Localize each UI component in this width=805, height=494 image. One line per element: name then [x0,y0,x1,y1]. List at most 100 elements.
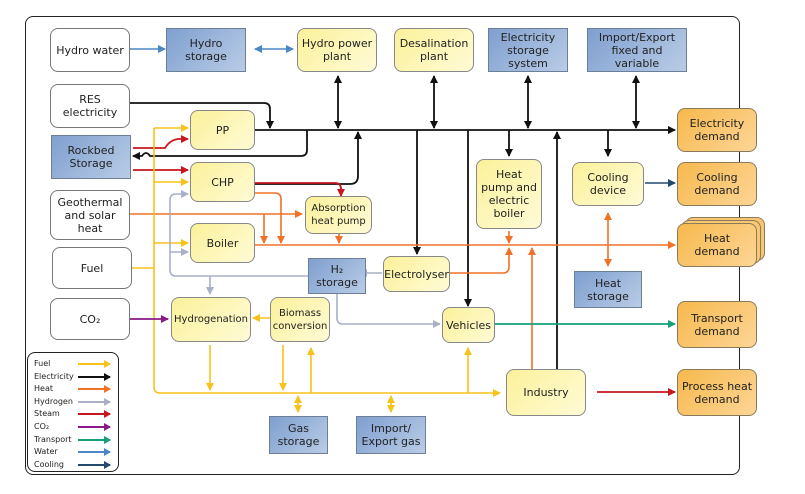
hydro-power-plant-label: Hydro power plant [301,37,373,63]
arrowhead-icon [104,448,111,457]
arrowhead-icon [104,460,111,469]
rockbed-storage-label: Rockbed Storage [67,144,115,170]
boiler-label: Boiler [206,236,239,250]
legend-label: CO₂ [34,422,50,431]
cooling-device-label: Cooling device [587,171,629,197]
fuel-box[interactable]: Fuel [52,247,132,289]
arrowhead-icon [104,410,111,419]
legend-arrow-icon [78,423,111,431]
cooling-demand-box[interactable]: Cooling demand [677,162,757,206]
chp-to-absorption [255,182,345,197]
gas-storage-box[interactable]: Gas storage [269,416,328,454]
legend-label: Cooling [34,459,64,469]
electrolyser-box[interactable]: Electrolyser [383,256,450,292]
heat-storage-box[interactable]: Heat storage [574,271,642,308]
arrowhead-icon [104,360,111,368]
boiler-box[interactable]: Boiler [190,223,255,263]
arrowhead-icon [104,385,111,394]
geothermal-solar-box[interactable]: Geothermal and solar heat [50,190,130,240]
legend-arrow-icon [78,460,111,469]
hydro-power-plant-box[interactable]: Hydro power plant [297,28,377,72]
h2-to-vehicles [336,291,441,328]
heat-flows [130,192,676,369]
co2-box[interactable]: CO₂ [50,298,130,340]
steam-flows [133,135,676,396]
electricity-demand-box[interactable]: Electricity demand [677,108,757,152]
desalination-plant-label: Desalination plant [399,37,469,63]
fuel-label: Fuel [80,261,104,275]
transport-demand-label: Transport demand [691,311,743,338]
cooling-device-box[interactable]: Cooling device [572,162,644,206]
rockbed-to-pp [133,135,189,149]
hydrogen-flows [169,190,441,328]
chp-box[interactable]: CHP [190,162,255,202]
chp-heat [255,192,285,244]
fuel-flows [132,124,501,413]
import-export-gas-box[interactable]: Import/ Export gas [356,416,426,454]
res-electricity-label: RES electricity [62,93,118,119]
h2-storage-box[interactable]: H₂ storage [308,258,366,294]
hydro-storage-box[interactable]: Hydro storage [166,28,246,72]
heat-pump-electric-boiler-box[interactable]: Heat pump and electric boiler [476,159,542,229]
legend-label: Fuel [34,359,51,368]
vehicles-box[interactable]: Vehicles [442,307,495,343]
legend-label: Heat [34,384,53,394]
arrowhead-icon [104,372,111,381]
arrowhead-icon [104,397,111,406]
hydro-water-label: Hydro water [56,43,124,57]
import-export-gas-label: Import/ Export gas [361,422,421,448]
legend-arrow-icon [78,397,111,406]
gas-storage-label: Gas storage [277,422,320,448]
h2-loop [169,190,308,277]
bus-to-rockbed [132,130,308,160]
pp-label: PP [215,123,230,137]
legend-arrow-icon [78,448,111,457]
legend-arrow-icon [78,435,111,444]
industry-box[interactable]: Industry [506,369,586,416]
biomass-conversion-label: Biomass conversion [272,307,328,332]
process-heat-demand-box[interactable]: Process heat demand [677,369,757,416]
arrowhead-icon [104,423,111,431]
electrolyser-label: Electrolyser [384,267,449,281]
co2-label: CO₂ [79,312,101,326]
process-heat-demand-label: Process heat demand [681,379,753,406]
chp-to-bus [255,131,362,185]
legend-arrow-icon [78,410,111,419]
hydrogenation-box[interactable]: Hydrogenation [171,297,251,342]
heat-demand-box[interactable]: Heat demand [677,223,757,267]
hydrogenation-label: Hydrogenation [174,314,248,325]
legend-label: Transport [34,434,72,444]
geothermal-solar-label: Geothermal and solar heat [57,195,123,235]
res-to-bus [130,102,274,129]
pp-box[interactable]: PP [190,110,255,150]
electricity-demand-label: Electricity demand [689,117,745,143]
desalination-plant-box[interactable]: Desalination plant [394,28,474,72]
import-export-box[interactable]: Import/Export fixed and variable [587,28,687,72]
electricity-storage-label: Electricity storage system [500,30,556,70]
heat-pump-electric-boiler-label: Heat pump and electric boiler [481,168,537,220]
import-export-label: Import/Export fixed and variable [598,30,676,70]
absorption-heat-pump-label: Absorption heat pump [311,203,366,227]
biomass-conversion-box[interactable]: Biomass conversion [270,297,330,342]
electricity-flows [130,75,676,369]
cooling-demand-label: Cooling demand [694,171,740,197]
arrowhead-icon [104,435,111,444]
heat-demand-label: Heat demand [694,232,740,258]
res-electricity-box[interactable]: RES electricity [50,84,130,128]
electricity-storage-box[interactable]: Electricity storage system [488,28,568,72]
transport-demand-box[interactable]: Transport demand [677,301,757,348]
chp-label: CHP [211,175,234,189]
heat-storage-label: Heat storage [587,276,629,303]
hydro-storage-label: Hydro storage [185,37,227,63]
vehicles-label: Vehicles [445,318,492,332]
rockbed-storage-box[interactable]: Rockbed Storage [51,135,131,179]
hydro-water-box[interactable]: Hydro water [50,28,130,72]
legend-label: Water [34,447,58,457]
h2-storage-label: H₂ storage [316,263,358,289]
legend-arrow-icon [78,360,111,368]
industry-label: Industry [523,386,569,399]
legend-label: Hydrogen [34,396,73,406]
absorption-heat-pump-box[interactable]: Absorption heat pump [305,196,372,234]
